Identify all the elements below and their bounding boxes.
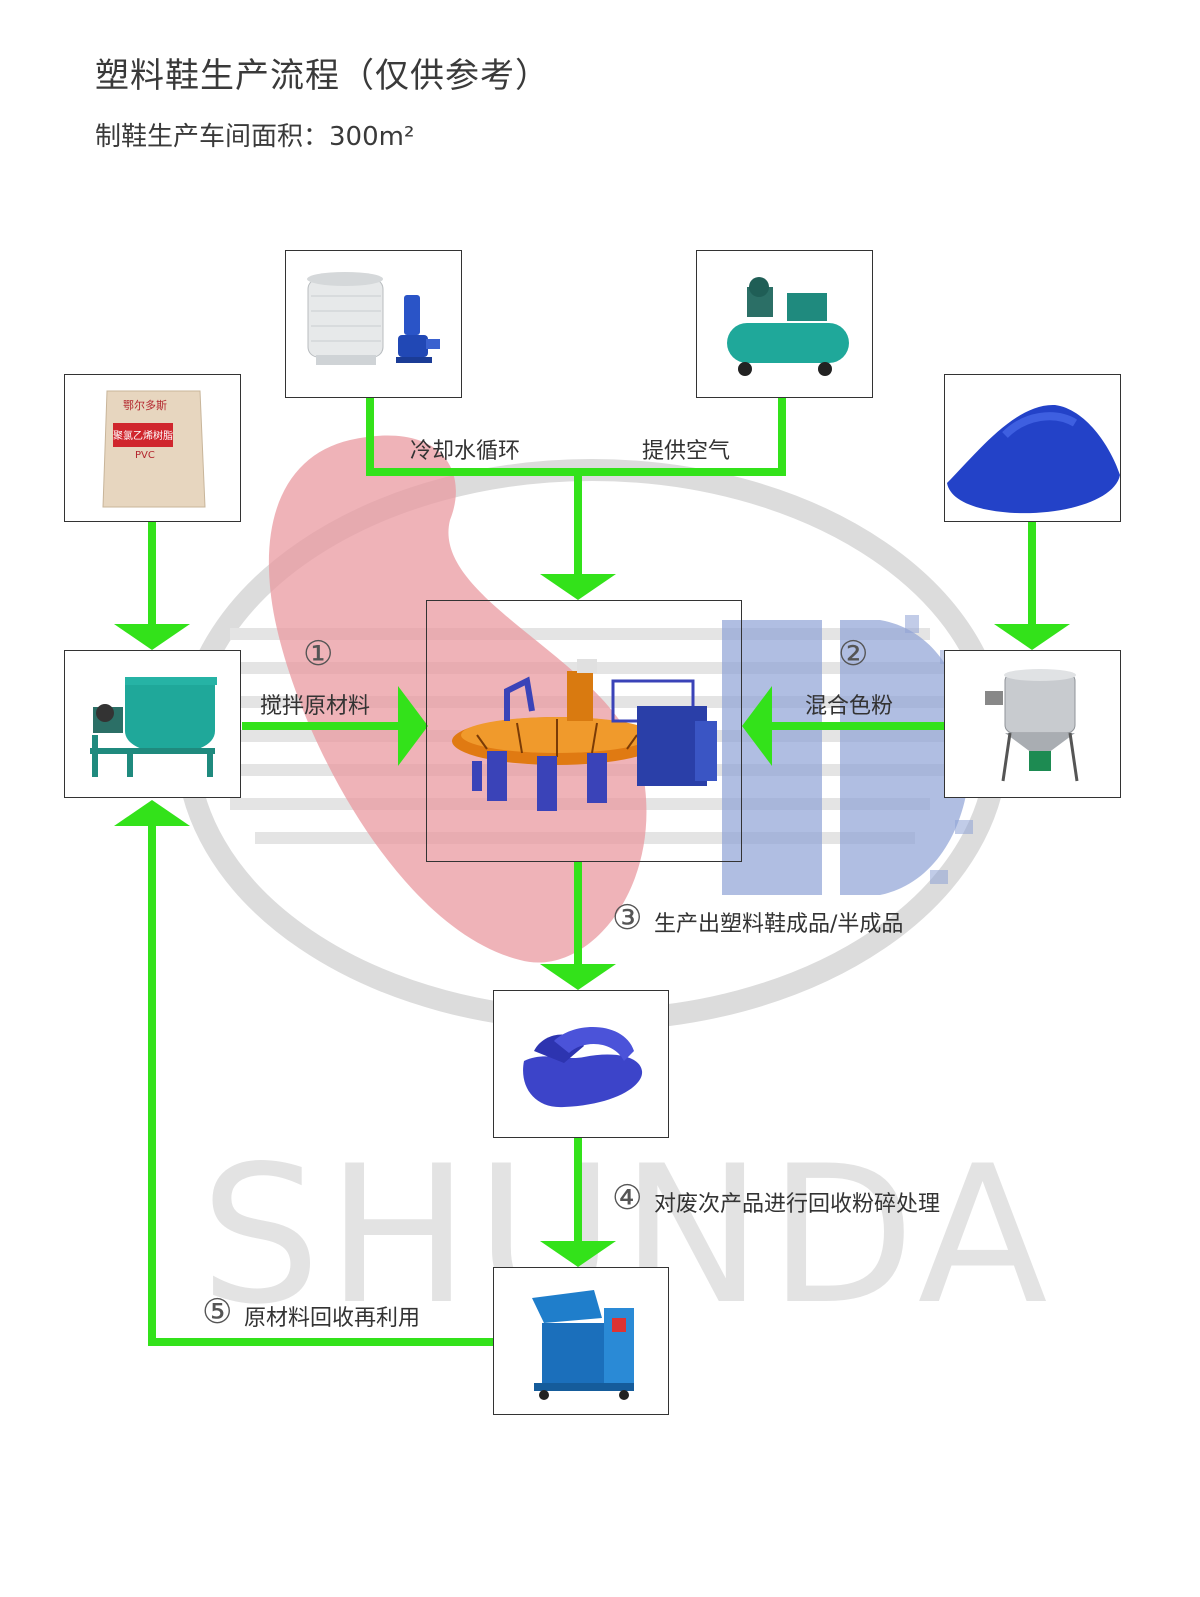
step-1-label: 搅拌原材料	[260, 694, 371, 719]
page-title: 塑料鞋生产流程（仅供参考）	[95, 56, 550, 96]
vertical-color-mixer-icon	[985, 669, 1079, 782]
color-mixer-box	[944, 650, 1121, 798]
page-subtitle: 制鞋生产车间面积：300m²	[95, 122, 415, 152]
cooling-water-label: 冷却水循环	[410, 439, 521, 464]
rotary-injection-machine-icon	[452, 659, 717, 811]
air-supply-label: 提供空气	[642, 439, 731, 464]
step-5-number: ⑤	[202, 1292, 233, 1332]
blue-color-powder-icon	[947, 404, 1120, 514]
injection-machine-box	[426, 600, 742, 862]
step-2-number: ②	[838, 634, 869, 674]
step-4-label: 对废次产品进行回收粉碎处理	[654, 1192, 941, 1217]
step-3-label: 生产出塑料鞋成品/半成品	[654, 912, 904, 937]
air-compressor-icon	[727, 277, 849, 376]
cooling-tower-icon	[307, 272, 440, 365]
crusher-box	[493, 1267, 669, 1415]
step-5-label: 原材料回收再利用	[244, 1306, 421, 1331]
bag-code-text: PVC	[135, 450, 155, 461]
color-powder-box	[944, 374, 1121, 522]
bag-name-text: 聚氯乙烯树脂	[113, 431, 173, 442]
plastic-crusher-icon	[532, 1290, 634, 1400]
step-3-number: ③	[612, 898, 643, 938]
cooling-tower-box	[285, 250, 462, 398]
pvc-resin-bag-icon	[102, 390, 206, 508]
slipper-box	[493, 990, 669, 1138]
step-2-label: 混合色粉	[805, 694, 894, 719]
step-4-number: ④	[612, 1178, 643, 1218]
bag-brand-text: 鄂尔多斯	[123, 399, 167, 412]
ribbon-mixer-icon	[90, 677, 217, 777]
pvc-bag-box: 鄂尔多斯 聚氯乙烯树脂 PVC	[64, 374, 241, 522]
step-1-number: ①	[303, 634, 334, 674]
ribbon-mixer-box	[64, 650, 241, 798]
slipper-icon	[523, 1027, 643, 1108]
air-compressor-box	[696, 250, 873, 398]
